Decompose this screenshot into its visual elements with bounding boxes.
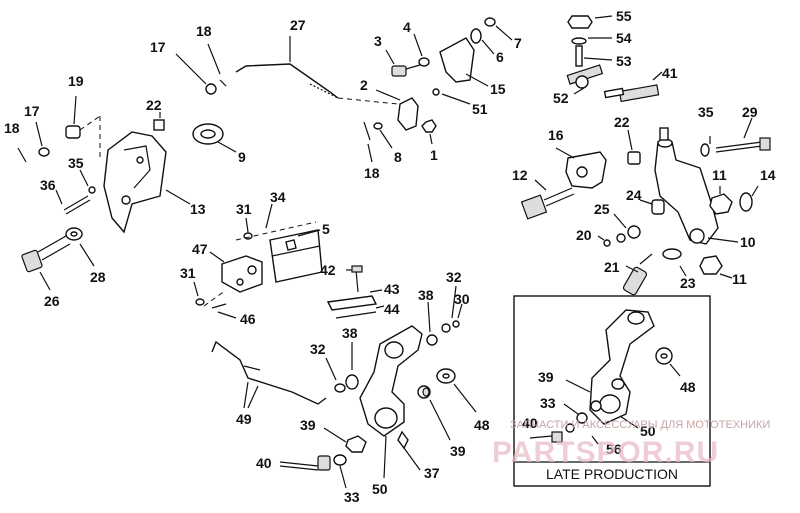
- callout-50-inset: 50: [640, 423, 656, 439]
- callout-27: 27: [290, 17, 306, 33]
- callout-10: 10: [740, 234, 756, 250]
- callout-17-left: 17: [24, 103, 40, 119]
- callout-35-left: 35: [68, 155, 84, 171]
- link-lever: [397, 97, 419, 131]
- callout-33-inset: 33: [540, 395, 556, 411]
- callout-19: 19: [68, 73, 84, 89]
- callout-55: 55: [616, 8, 632, 24]
- callout-33-main: 33: [344, 489, 360, 505]
- shift-rod: [211, 340, 327, 405]
- watermark-brand: PARTSPOR.RU: [492, 436, 719, 469]
- callout-11-lower: 11: [732, 271, 747, 287]
- callout-21: 21: [604, 259, 620, 275]
- callout-22-right: 22: [614, 114, 630, 130]
- callout-43: 43: [384, 281, 400, 297]
- callout-47: 47: [192, 241, 208, 257]
- callout-40-main: 40: [256, 455, 272, 471]
- callout-23: 23: [680, 275, 696, 291]
- callout-5: 5: [322, 221, 330, 237]
- callout-22-left: 22: [146, 97, 162, 113]
- callout-48-inset: 48: [680, 379, 696, 395]
- inset-title: LATE PRODUCTION: [546, 466, 678, 482]
- callout-30: 30: [454, 291, 470, 307]
- callout-29: 29: [742, 104, 758, 120]
- cam-plate: [103, 131, 167, 234]
- callout-52: 52: [553, 90, 569, 106]
- callout-31-upper: 31: [236, 201, 252, 217]
- mount-bracket: [439, 37, 475, 83]
- callout-12: 12: [512, 167, 528, 183]
- callout-18-top: 18: [196, 23, 212, 39]
- callout-18-left: 18: [4, 120, 20, 136]
- callout-7: 7: [514, 35, 522, 51]
- callout-40-inset: 40: [522, 415, 538, 431]
- callout-39-right: 39: [450, 443, 466, 459]
- bellcrank-arm: [654, 141, 719, 245]
- callout-15: 15: [490, 81, 506, 97]
- callout-54: 54: [616, 30, 632, 46]
- callout-17-top: 17: [150, 39, 166, 55]
- callout-26: 26: [44, 293, 60, 309]
- callout-34: 34: [270, 189, 286, 205]
- callout-32-mid: 32: [310, 341, 326, 357]
- callout-37: 37: [424, 465, 440, 481]
- callout-13: 13: [190, 201, 206, 217]
- late-production-inset: [513, 295, 711, 487]
- callout-38-mid: 38: [342, 325, 358, 341]
- callout-18-mid: 18: [364, 165, 380, 181]
- callout-53: 53: [616, 53, 632, 69]
- shift-lever: [359, 325, 423, 437]
- callout-44: 44: [384, 301, 400, 317]
- throttle-rod: [235, 63, 339, 99]
- callout-14: 14: [760, 167, 776, 183]
- callout-38-upper: 38: [418, 287, 434, 303]
- callout-48-main: 48: [474, 417, 490, 433]
- link-nut: [566, 15, 660, 103]
- callout-46: 46: [240, 311, 256, 327]
- callout-31-lower: 31: [180, 265, 196, 281]
- callout-9: 9: [238, 149, 246, 165]
- callout-49: 49: [236, 411, 252, 427]
- switch-block: [221, 255, 263, 293]
- callout-32-upper: 32: [446, 269, 462, 285]
- callout-39-inset: 39: [538, 369, 554, 385]
- callout-1: 1: [430, 147, 438, 163]
- callout-51: 51: [472, 101, 488, 117]
- callout-6: 6: [496, 49, 504, 65]
- callout-2: 2: [360, 77, 368, 93]
- callout-42: 42: [320, 262, 336, 278]
- callout-41: 41: [662, 65, 678, 81]
- callout-8: 8: [394, 149, 402, 165]
- callout-50-main: 50: [372, 481, 388, 497]
- callout-35-upper: 35: [698, 104, 714, 120]
- callout-3: 3: [374, 33, 382, 49]
- callout-4: 4: [403, 19, 411, 35]
- callout-56: 56: [606, 441, 622, 457]
- callout-11-upper: 11: [712, 167, 727, 183]
- callout-20: 20: [576, 227, 592, 243]
- callout-39-main: 39: [300, 417, 316, 433]
- callout-28: 28: [90, 269, 106, 285]
- callout-36: 36: [40, 177, 56, 193]
- callout-24: 24: [626, 187, 642, 203]
- watermark-text: ЗАПЧАСТИ И АКСЕССУАРЫ ДЛЯ МОТОТЕХНИКИ: [510, 419, 770, 431]
- callout-25: 25: [594, 201, 610, 217]
- callout-16: 16: [548, 127, 564, 143]
